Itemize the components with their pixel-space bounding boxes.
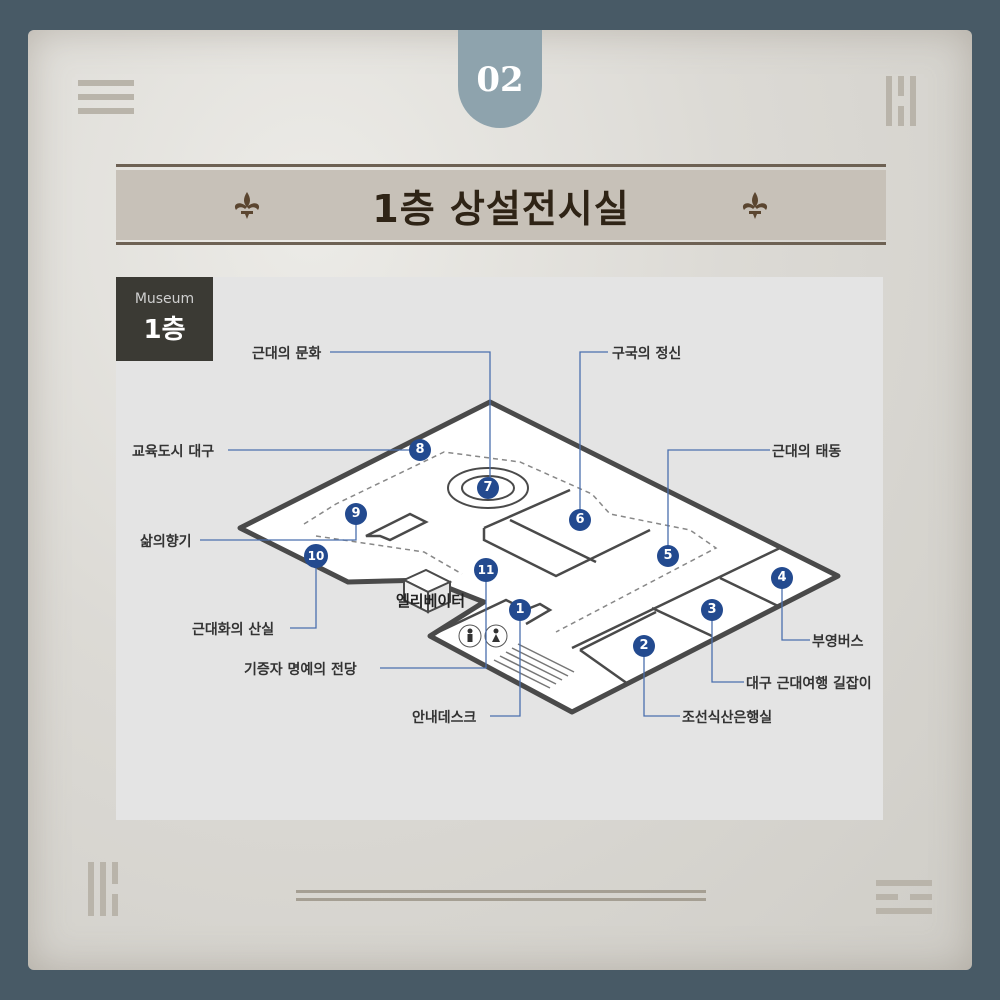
decor-top-right-icon — [886, 76, 916, 126]
decor-bottom-left-icon — [88, 862, 118, 916]
label-11[interactable]: 기증자 명예의 전당 — [244, 662, 357, 678]
bottom-rule — [296, 898, 706, 901]
restroom-male-icon — [458, 624, 482, 648]
decor-top-left-icon — [78, 80, 134, 114]
elevator-label: 엘리베이터 — [396, 592, 466, 610]
label-1[interactable]: 안내데스크 — [412, 710, 477, 726]
banner-bottom-line — [116, 242, 886, 245]
page-title: 1층 상설전시실 — [372, 186, 630, 231]
label-7[interactable]: 근대의 문화 — [252, 346, 322, 362]
marker-2[interactable]: 2 — [633, 635, 655, 657]
floor-badge-main: 1층 — [143, 315, 186, 345]
marker-5[interactable]: 5 — [657, 545, 679, 567]
label-3[interactable]: 대구 근대여행 길잡이 — [746, 676, 872, 692]
fleur-de-lis-icon — [234, 192, 260, 219]
marker-4[interactable]: 4 — [771, 567, 793, 589]
fleur-de-lis-icon — [742, 192, 768, 219]
marker-10[interactable]: 10 — [304, 544, 328, 568]
marker-3[interactable]: 3 — [701, 599, 723, 621]
floor-badge: Museum 1층 — [116, 277, 213, 361]
banner-top-line — [116, 164, 886, 167]
stairs-icon — [493, 643, 575, 689]
page-number-badge: 02 — [458, 30, 542, 128]
marker-9[interactable]: 9 — [345, 503, 367, 525]
marker-11[interactable]: 11 — [474, 558, 498, 582]
marker-7[interactable]: 7 — [477, 477, 499, 499]
bottom-rule — [296, 890, 706, 893]
marker-1[interactable]: 1 — [509, 599, 531, 621]
floor-badge-sub: Museum — [134, 291, 195, 307]
label-9[interactable]: 삶의향기 — [140, 534, 192, 550]
elevator-icon — [401, 568, 453, 614]
label-6[interactable]: 구국의 정신 — [612, 346, 682, 362]
label-5[interactable]: 근대의 태동 — [772, 444, 842, 460]
label-8[interactable]: 교육도시 대구 — [132, 444, 215, 460]
label-10[interactable]: 근대화의 산실 — [192, 622, 275, 638]
label-2[interactable]: 조선식산은행실 — [682, 710, 773, 726]
label-4[interactable]: 부영버스 — [812, 634, 864, 650]
decor-bottom-right-icon — [876, 880, 932, 914]
marker-8[interactable]: 8 — [409, 439, 431, 461]
restroom-female-icon — [484, 624, 508, 648]
marker-6[interactable]: 6 — [569, 509, 591, 531]
